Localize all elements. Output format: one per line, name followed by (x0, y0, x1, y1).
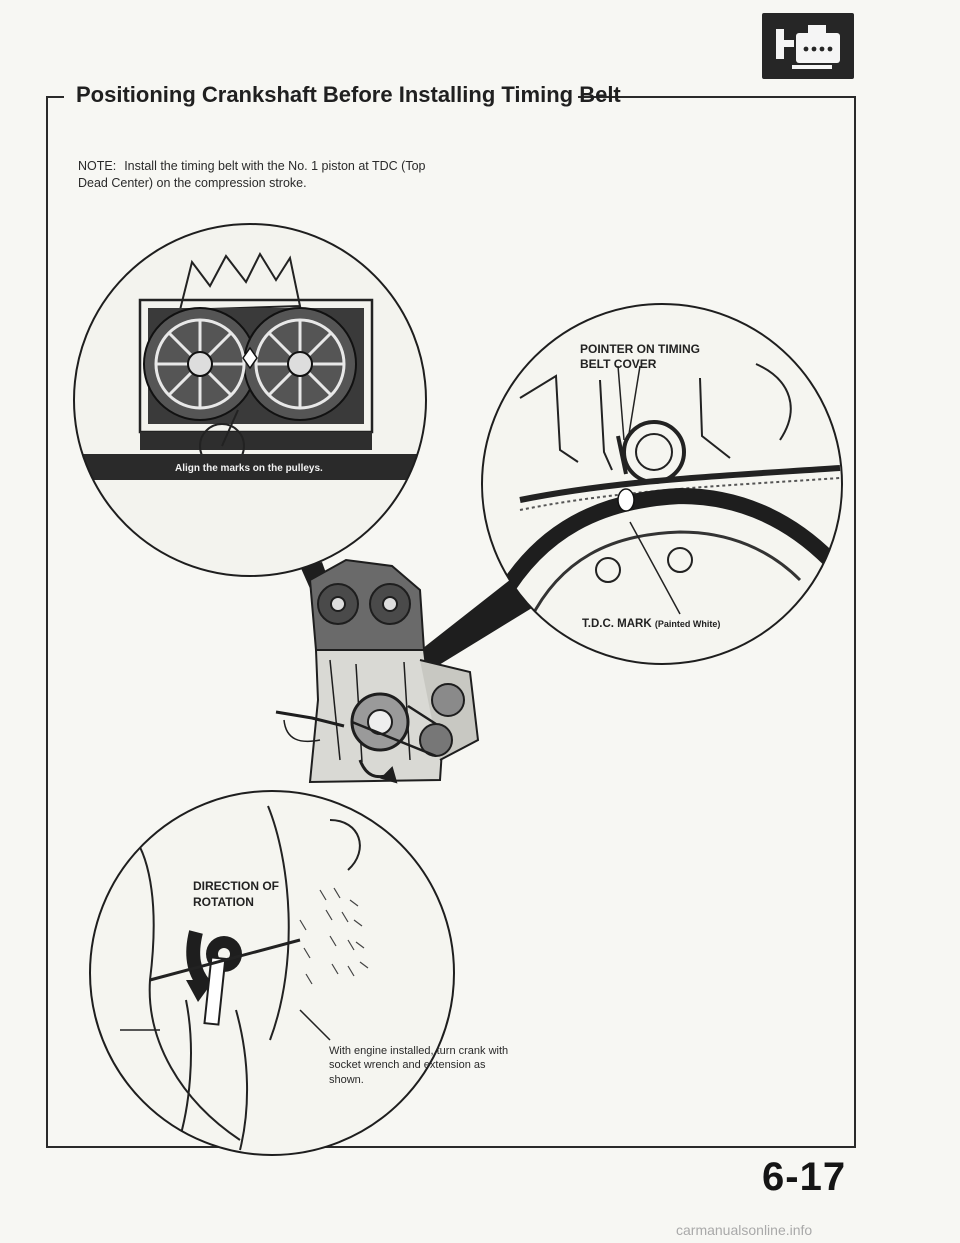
rotation-detail (90, 791, 454, 1155)
engine-icon (762, 13, 854, 79)
note-text: Install the timing belt with the No. 1 p… (78, 158, 426, 191)
tdc-mark-callout: T.D.C. MARK (Painted White) (582, 618, 720, 630)
engine-assembly (275, 558, 480, 784)
tdc-mark-sublabel: (Painted White) (654, 619, 721, 629)
cam-pulleys-detail (74, 224, 426, 576)
note-paragraph: NOTE:Install the timing belt with the No… (78, 158, 438, 193)
tdc-mark-label: T.D.C. MARK (582, 618, 652, 630)
tdc-mark-detail (482, 304, 842, 664)
instruction-callout: With engine installed, turn crank with s… (329, 1045, 509, 1086)
align-marks-callout: Align the marks on the pulleys. (175, 463, 323, 474)
section-frame-top-right (578, 96, 854, 98)
direction-callout: DIRECTION OF ROTATION (193, 879, 279, 910)
page-number: 6-17 (762, 1155, 847, 1199)
pointer-callout: POINTER ON TIMING BELT COVER (580, 342, 700, 371)
watermark: carmanualsonline.info (676, 1222, 813, 1238)
note-label: NOTE: (78, 158, 117, 173)
section-frame-top-left (46, 96, 64, 98)
section-frame (46, 96, 856, 1148)
page-title: Positioning Crankshaft Before Installing… (76, 82, 621, 107)
